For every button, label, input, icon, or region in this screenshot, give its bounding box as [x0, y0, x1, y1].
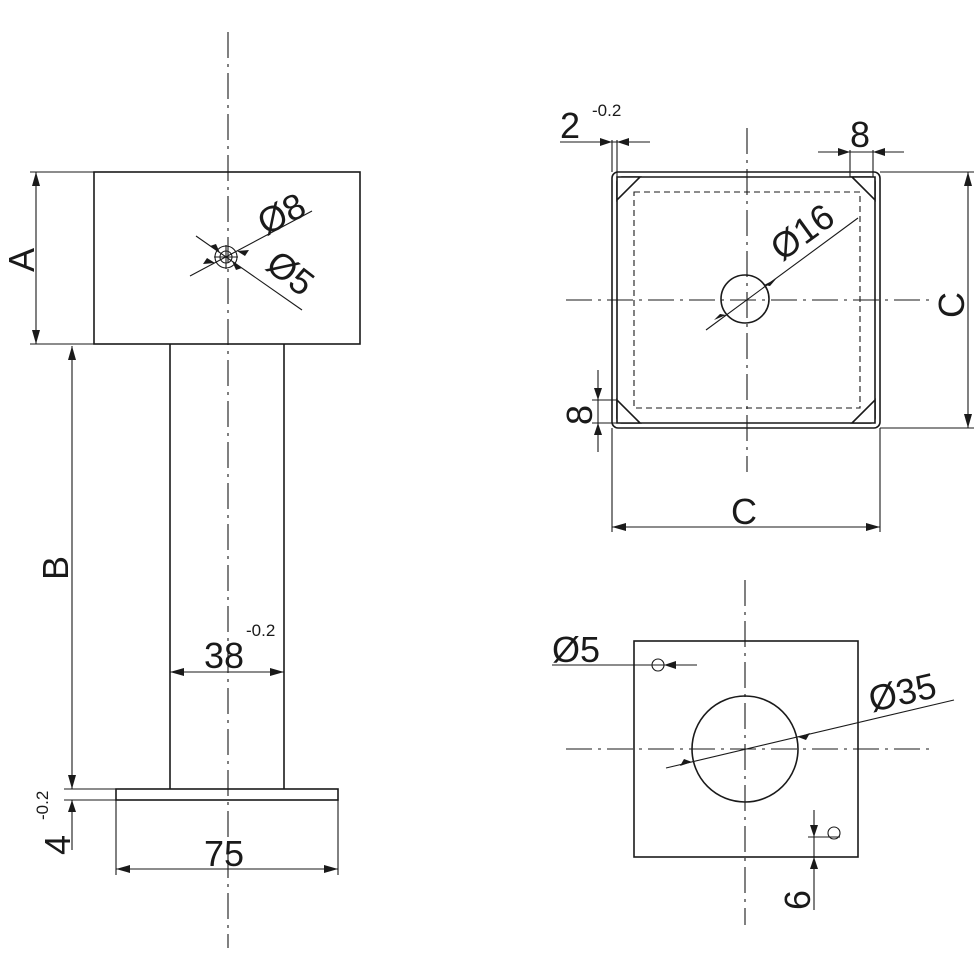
- base-plate: [115, 788, 339, 801]
- center-hole-leader: [665, 699, 955, 769]
- chamfer-top-right: [850, 176, 876, 202]
- dim-38-tol: -0.2: [246, 621, 275, 640]
- hole-16-leader: [705, 217, 859, 331]
- dim-4-label: 4: [37, 835, 78, 855]
- offset-label: 6: [777, 890, 818, 910]
- chamfer-left-label: 8: [559, 405, 600, 425]
- base-small-hole-bottom: [827, 826, 841, 840]
- inner-square: [616, 176, 876, 424]
- dim-75-label: 75: [204, 833, 244, 874]
- dim-4-tol: -0.2: [33, 791, 52, 820]
- outer-square: [611, 171, 881, 429]
- c-width-label: C: [731, 491, 757, 532]
- top-block: [93, 171, 361, 345]
- center-hole-16: [720, 274, 770, 324]
- wall-label: 2: [560, 105, 580, 146]
- chamfer-bottom-right: [850, 398, 876, 424]
- chamfer-top-left: [616, 176, 642, 202]
- side-view: Ø8 Ø5 A B 38 -0.2 4 -0.2 75: [1, 32, 361, 948]
- hole-inner-label: Ø5: [259, 242, 322, 304]
- hole-outer-leader: [189, 210, 313, 277]
- hole-16-label: Ø16: [763, 195, 842, 268]
- base-view: Ø5 Ø35 6: [552, 580, 955, 925]
- base-square: [633, 640, 859, 858]
- chamfer-top-label: 8: [850, 114, 870, 155]
- chamfer-bottom-left: [616, 398, 642, 424]
- c-height-label: C: [931, 292, 972, 318]
- center-hole-label: Ø35: [865, 665, 941, 720]
- dim-38-label: 38: [204, 635, 244, 676]
- hidden-square: [633, 191, 861, 409]
- top-view: Ø16 2 -0.2 8 8 C C: [559, 101, 974, 532]
- wall-tol: -0.2: [592, 101, 621, 120]
- small-hole-label: Ø5: [552, 629, 600, 670]
- hole-outer-label: Ø8: [251, 184, 313, 243]
- base-center-hole: [691, 695, 799, 803]
- dim-b-label: B: [35, 556, 76, 580]
- dim-a-label: A: [1, 248, 42, 272]
